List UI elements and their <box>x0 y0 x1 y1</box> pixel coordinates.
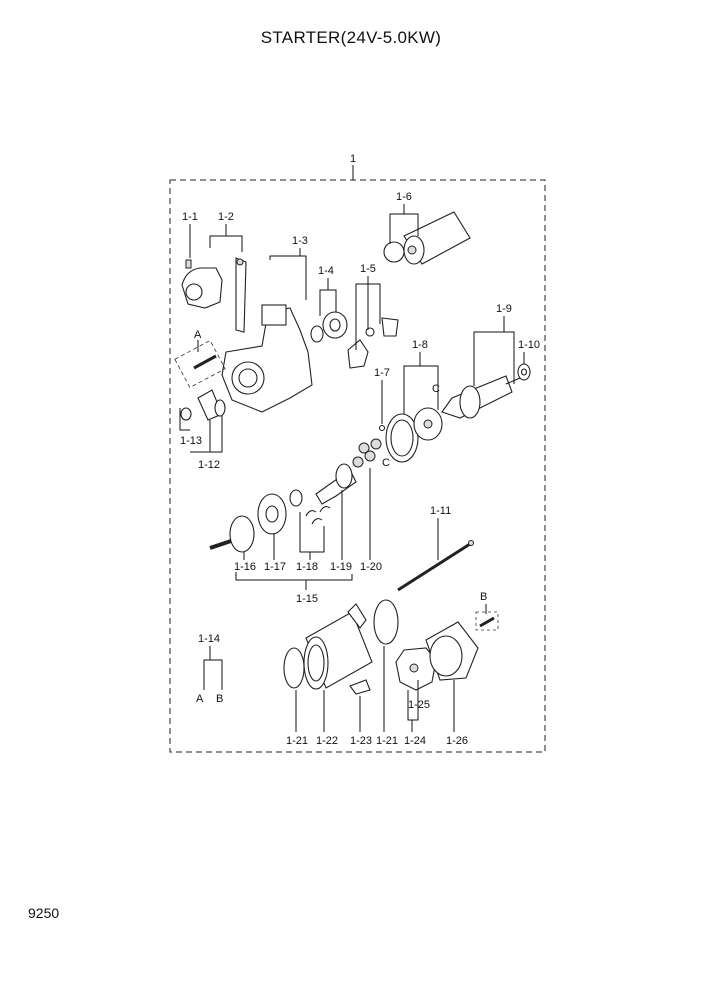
callout-1-11: 1-11 <box>430 505 451 517</box>
part-1-10 <box>517 363 531 381</box>
callout-1-16: 1-16 <box>234 561 256 573</box>
callout-1-22: 1-22 <box>316 735 338 747</box>
part-1-6 <box>383 211 471 265</box>
callout-1-2: 1-2 <box>218 211 234 223</box>
callout-1-6: 1-6 <box>396 191 412 203</box>
callout-1-13: 1-13 <box>180 435 202 447</box>
callout-1-18: 1-18 <box>296 561 318 573</box>
page-number: 9250 <box>28 905 60 921</box>
legend-marker-b: B <box>216 693 223 705</box>
part-1-21 <box>283 599 399 689</box>
callout-1-14: 1-14 <box>198 633 220 645</box>
part-1-18 <box>289 489 331 525</box>
callout-1-9: 1-9 <box>496 303 512 315</box>
part-1-24 <box>395 647 437 691</box>
part-1-3 <box>221 304 313 413</box>
callout-1-20: 1-20 <box>360 561 382 573</box>
part-1-11 <box>397 540 474 592</box>
assembly-label: 1 <box>350 153 356 165</box>
part-1-13 <box>180 407 192 421</box>
callout-1-21-left: 1-21 <box>286 735 308 747</box>
callout-1-7: 1-7 <box>374 367 390 379</box>
part-1-26 <box>425 621 479 681</box>
marker-c-upper: C <box>432 383 440 395</box>
part-1-7 <box>378 424 386 432</box>
marker-a: A <box>194 329 202 341</box>
callout-1-12: 1-12 <box>198 459 220 471</box>
callout-1-23: 1-23 <box>350 735 372 747</box>
marker-c-lower: C <box>382 457 390 469</box>
marker-b: B <box>480 591 487 603</box>
part-1-8 <box>385 407 443 463</box>
callout-1-4: 1-4 <box>318 265 334 277</box>
part-1-2 <box>181 257 247 333</box>
part-1-20 <box>352 438 382 468</box>
bolt-a <box>174 339 226 389</box>
page-title: STARTER(24V-5.0KW) <box>260 28 442 47</box>
callout-1-21-right: 1-21 <box>376 735 398 747</box>
callout-1-15: 1-15 <box>296 593 318 605</box>
callout-1-26: 1-26 <box>446 735 468 747</box>
part-1-12 <box>197 389 226 421</box>
callout-1-3: 1-3 <box>292 235 308 247</box>
part-1-19 <box>315 463 357 505</box>
part-1-1 <box>185 259 192 269</box>
callout-1-1: 1-1 <box>182 211 198 223</box>
callout-1-8: 1-8 <box>412 339 428 351</box>
part-1-16 <box>209 515 255 553</box>
leader-lines <box>179 204 525 732</box>
callout-1-10: 1-10 <box>518 339 540 351</box>
screw-b <box>475 611 499 631</box>
callout-1-24: 1-24 <box>404 735 426 747</box>
part-1-23 <box>349 679 371 695</box>
callout-1-25: 1-25 <box>408 699 430 711</box>
part-1-17 <box>257 493 287 535</box>
part-1-9 <box>441 375 521 419</box>
legend-marker-a: A <box>196 693 204 705</box>
part-1-4 <box>310 311 348 343</box>
assembly-boundary <box>169 179 546 753</box>
part-1-22 <box>303 603 373 690</box>
part-1-5 <box>347 317 399 369</box>
callout-1-19: 1-19 <box>330 561 352 573</box>
callout-1-17: 1-17 <box>264 561 286 573</box>
callout-1-5: 1-5 <box>360 263 376 275</box>
